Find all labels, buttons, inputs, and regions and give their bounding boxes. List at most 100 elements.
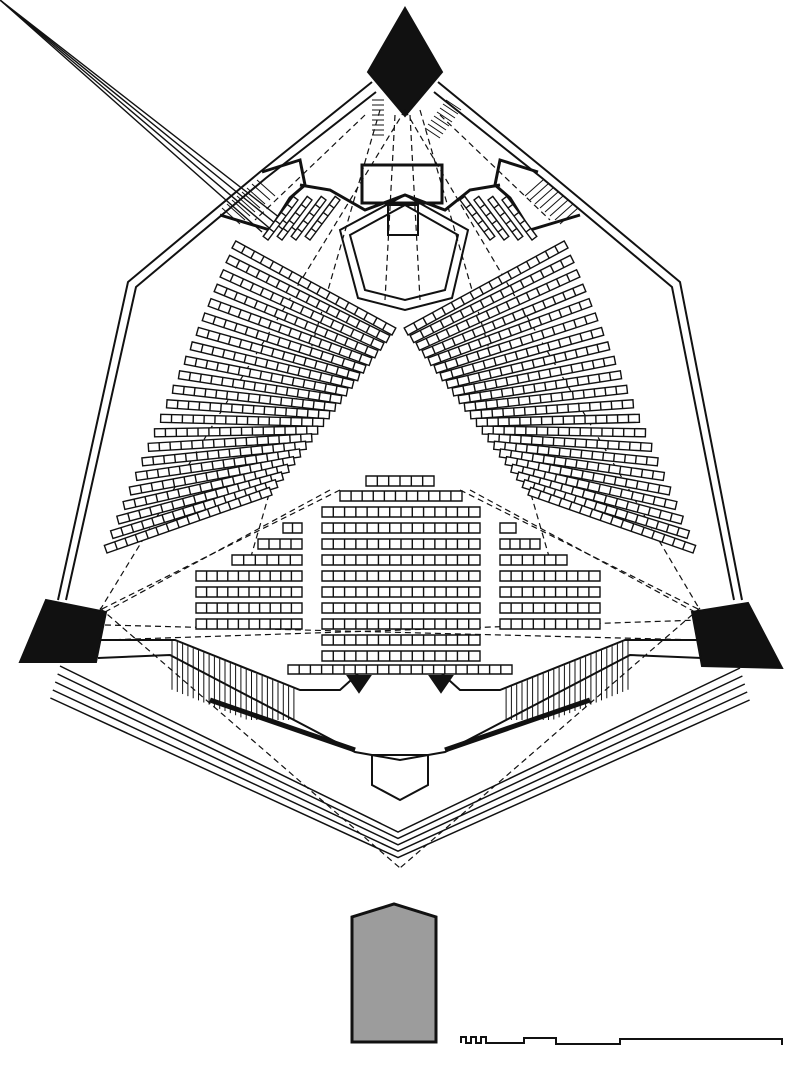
seat-divider <box>614 508 619 517</box>
seat-divider <box>645 456 648 465</box>
seat-divider <box>181 498 186 507</box>
seat-divider <box>578 302 583 311</box>
pew <box>501 195 538 241</box>
seat-divider <box>280 397 283 406</box>
seat-divider <box>539 270 545 278</box>
seat-divider <box>167 467 171 476</box>
pew <box>457 370 623 405</box>
seat-divider <box>276 337 281 346</box>
seat-divider <box>252 405 255 414</box>
seat-divider <box>614 498 619 507</box>
pew <box>177 370 343 405</box>
step-line <box>50 697 750 859</box>
seat-divider <box>268 227 275 233</box>
seat-divider <box>506 398 510 407</box>
seat-divider <box>211 346 215 355</box>
seat-divider <box>485 310 491 319</box>
seat-divider <box>481 325 487 334</box>
seat-divider <box>645 517 649 526</box>
seat-divider <box>195 452 198 461</box>
seat-divider <box>206 508 211 517</box>
stair-tread <box>430 119 447 131</box>
seat-divider <box>313 360 318 369</box>
seat-divider <box>308 335 313 344</box>
right-chamber-wall <box>493 158 581 232</box>
seat-divider <box>652 496 656 505</box>
pews <box>0 0 697 675</box>
seat-divider <box>499 211 506 217</box>
seat-divider <box>217 302 222 311</box>
seat-divider <box>575 479 580 488</box>
seat-divider <box>487 335 492 344</box>
pew <box>321 522 481 534</box>
seat-divider <box>306 281 312 290</box>
seat-divider <box>489 390 493 399</box>
seat-divider <box>183 476 187 485</box>
seat-divider <box>206 451 209 460</box>
seat-divider <box>193 387 196 396</box>
seat-divider <box>163 455 166 464</box>
seat-divider <box>567 404 570 413</box>
seat-divider <box>359 333 365 342</box>
seat-divider <box>307 390 311 399</box>
pew-outline <box>499 602 601 614</box>
seat-divider <box>479 203 486 209</box>
seat-divider <box>269 261 275 269</box>
seat-divider <box>491 219 498 225</box>
seat-divider <box>194 358 198 367</box>
seat-divider <box>519 280 525 288</box>
pew <box>445 341 611 390</box>
seat-divider <box>508 340 513 349</box>
seat-divider <box>330 354 335 363</box>
seat-divider <box>176 400 179 409</box>
seat-divider <box>582 389 585 399</box>
stair-tread <box>439 107 456 119</box>
seat-divider <box>323 401 326 411</box>
seat-divider <box>615 386 618 395</box>
seat-divider <box>564 476 569 485</box>
altar <box>387 204 419 236</box>
seat-divider <box>182 386 185 395</box>
front-dark-left <box>209 697 356 753</box>
seat-divider <box>210 481 214 490</box>
structure <box>18 6 784 859</box>
seat-divider <box>294 211 301 217</box>
seat-divider <box>603 495 608 504</box>
seat-divider <box>555 278 561 287</box>
seat-divider <box>534 406 537 415</box>
seat-divider <box>578 403 580 412</box>
pew <box>290 195 327 241</box>
seat-divider <box>564 352 568 361</box>
sight-line <box>469 489 696 613</box>
seat-divider <box>298 331 303 340</box>
seat-divider <box>352 361 356 370</box>
seat-divider <box>444 361 448 370</box>
seat-divider <box>589 508 594 517</box>
column-right <box>428 675 454 694</box>
seat-divider <box>491 321 497 330</box>
seat-divider <box>517 324 523 333</box>
seat-divider <box>553 456 556 465</box>
seat-divider <box>292 354 296 363</box>
pew-outline <box>0 0 287 233</box>
seat-divider <box>579 333 583 342</box>
seat-divider <box>238 466 241 475</box>
seat-divider <box>344 302 350 310</box>
seat-divider <box>309 310 315 319</box>
hatched-walls <box>171 99 629 720</box>
seat-divider <box>270 373 273 382</box>
seat-divider <box>287 271 293 280</box>
pew <box>499 602 601 614</box>
seat-divider <box>468 393 471 403</box>
seat-divider <box>553 354 557 363</box>
seat-divider <box>604 387 607 396</box>
seat-divider <box>324 363 329 372</box>
pew <box>183 355 349 397</box>
seat-divider <box>250 446 253 455</box>
seat-divider <box>161 480 165 489</box>
seat-divider <box>548 368 552 378</box>
seat-divider <box>263 304 269 313</box>
seat-divider <box>188 372 192 381</box>
seat-divider <box>293 317 299 325</box>
pew <box>321 618 481 630</box>
